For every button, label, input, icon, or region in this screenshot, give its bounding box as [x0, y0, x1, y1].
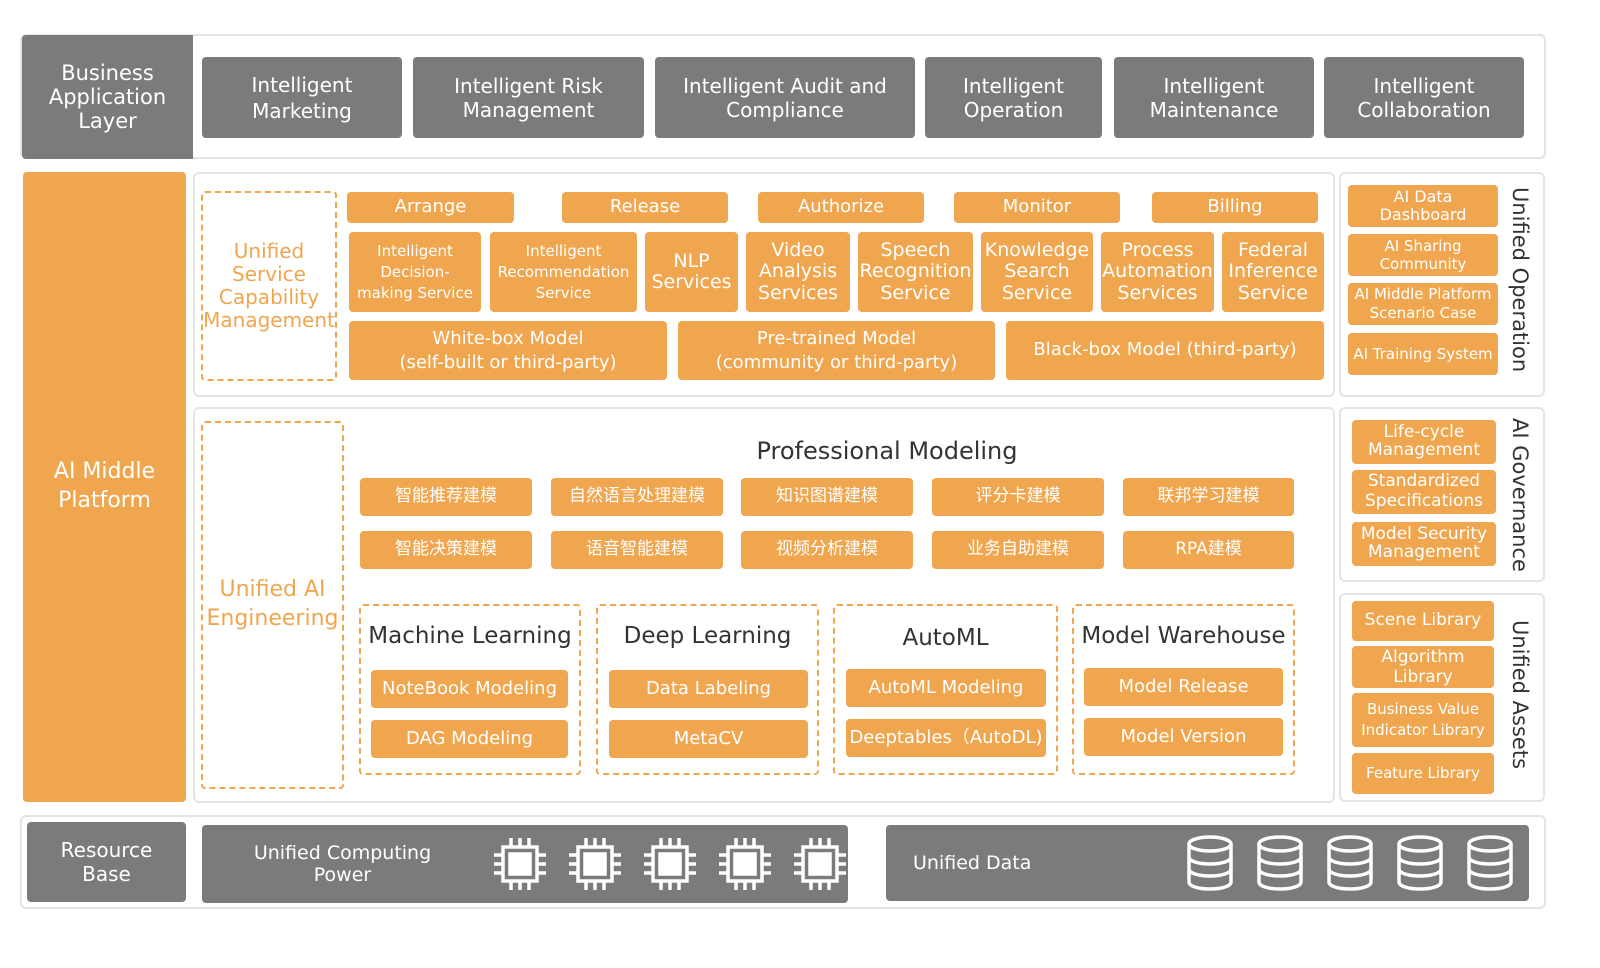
database-icon	[1397, 835, 1444, 891]
cpu-chip-icons	[492, 836, 848, 892]
group-automl	[833, 604, 1058, 775]
op-monitor: Monitor	[954, 192, 1120, 223]
asset-business-value-indicator: Business Value Indicator Library	[1352, 693, 1494, 747]
cpu-chip-icon	[494, 838, 546, 890]
asset-scene-library: Scene Library	[1352, 601, 1494, 641]
group-machine-learning-title: Machine Learning	[368, 623, 572, 649]
op-billing: Billing	[1152, 192, 1318, 223]
database-icons	[1186, 835, 1514, 891]
gov-standardized-specs: Standardized Specifications	[1352, 470, 1496, 514]
op-arrange: Arrange	[347, 192, 514, 223]
op-ai-training-system: AI Training System	[1348, 333, 1498, 375]
ai-engineering-label: Unified AI Engineering	[206, 577, 339, 631]
op-ai-sharing-community: AI Sharing Community	[1348, 234, 1498, 276]
app-intelligent-maintenance: Intelligent Maintenance	[1114, 57, 1314, 138]
pm-smart-decision: 智能决策建模	[360, 531, 532, 569]
cpu-chip-icon	[794, 838, 846, 890]
op-scenario-case: AI Middle Platform Scenario Case	[1348, 283, 1498, 325]
service-nlp: NLP Services	[645, 232, 738, 312]
service-capability-dashed-box	[201, 191, 337, 381]
service-intelligent-recommendation: Intelligent Recommendation Service	[490, 232, 637, 312]
cpu-chip-icon	[569, 838, 621, 890]
ai-governance-label: AI Governance	[1508, 418, 1532, 572]
unified-data-label: Unified Data	[913, 852, 1032, 874]
mw-model-version: Model Version	[1084, 718, 1283, 756]
group-automl-title: AutoML	[902, 625, 989, 651]
database-icon	[1187, 835, 1234, 891]
group-machine-learning	[359, 604, 581, 775]
app-intelligent-audit-compliance: Intelligent Audit and Compliance	[655, 57, 915, 138]
service-capability-label: Unified Service Capability Management	[203, 239, 335, 332]
unified-assets-label: Unified Assets	[1508, 620, 1532, 770]
unified-data-panel: Unified Data	[886, 825, 1529, 901]
unified-computing-power-panel: Unified Computing Power	[202, 825, 848, 903]
ml-notebook-modeling: NoteBook Modeling	[371, 670, 568, 708]
pm-federated-learning: 联邦学习建模	[1123, 478, 1294, 516]
pm-scorecard: 评分卡建模	[932, 478, 1104, 516]
service-intelligent-decision: Intelligent Decision- making Service	[349, 232, 481, 312]
op-ai-data-dashboard: AI Data Dashboard	[1348, 185, 1498, 227]
database-icon	[1327, 835, 1374, 891]
cpu-chip-icon	[719, 838, 771, 890]
group-deep-learning-title: Deep Learning	[623, 623, 792, 649]
business-layer-label: Business Application Layer	[22, 35, 193, 159]
ai-middle-platform-label: AI Middle Platform	[23, 172, 186, 802]
service-knowledge-search: Knowledge Search Service	[981, 232, 1093, 312]
resource-base-label: Resource Base	[27, 822, 186, 902]
app-intelligent-operation: Intelligent Operation	[925, 57, 1102, 138]
professional-modeling-title: Professional Modeling	[756, 437, 1018, 465]
unified-operation-label: Unified Operation	[1508, 187, 1532, 373]
pm-voice: 语音智能建模	[551, 531, 723, 569]
pm-video-analysis: 视频分析建模	[741, 531, 913, 569]
model-white-box: White-box Model (self-built or third-par…	[349, 321, 667, 380]
pm-business-self-service: 业务自助建模	[932, 531, 1104, 569]
database-icon	[1467, 835, 1514, 891]
dl-data-labeling: Data Labeling	[609, 670, 808, 708]
service-speech-recognition: Speech Recognition Service	[858, 232, 973, 312]
unified-computing-power-label: Unified Computing Power	[253, 842, 432, 886]
group-model-warehouse	[1072, 604, 1295, 775]
automl-modeling: AutoML Modeling	[846, 669, 1046, 707]
automl-deeptables: Deeptables（AutoDL)	[846, 719, 1046, 757]
mw-model-release: Model Release	[1084, 668, 1283, 706]
op-release: Release	[562, 192, 728, 223]
asset-algorithm-library: Algorithm Library	[1352, 646, 1494, 688]
ml-dag-modeling: DAG Modeling	[371, 720, 568, 758]
app-intelligent-marketing: Intelligent Marketing	[202, 57, 402, 138]
dl-metacv: MetaCV	[609, 720, 808, 758]
service-federal-inference: Federal Inference Service	[1222, 232, 1324, 312]
model-pre-trained: Pre-trained Model (community or third-pa…	[678, 321, 995, 380]
gov-lifecycle: Life-cycle Management	[1352, 420, 1496, 464]
cpu-chip-icon	[644, 838, 696, 890]
app-intelligent-collaboration: Intelligent Collaboration	[1324, 57, 1524, 138]
pm-knowledge-graph: 知识图谱建模	[741, 478, 913, 516]
group-model-warehouse-title: Model Warehouse	[1081, 623, 1286, 649]
model-black-box: Black-box Model (third-party)	[1006, 321, 1324, 380]
service-video-analysis: Video Analysis Services	[746, 232, 850, 312]
pm-rpa: RPA建模	[1123, 531, 1294, 569]
asset-feature-library: Feature Library	[1352, 753, 1494, 794]
op-authorize: Authorize	[758, 192, 924, 223]
service-process-automation: Process Automation Services	[1101, 232, 1214, 312]
pm-smart-recommendation: 智能推荐建模	[360, 478, 532, 516]
app-intelligent-risk-management: Intelligent Risk Management	[413, 57, 644, 138]
group-deep-learning	[596, 604, 819, 775]
ai-engineering-dashed-box	[201, 421, 344, 789]
gov-model-security: Model Security Management	[1352, 522, 1496, 566]
pm-nlp: 自然语言处理建模	[551, 478, 723, 516]
database-icon	[1257, 835, 1304, 891]
